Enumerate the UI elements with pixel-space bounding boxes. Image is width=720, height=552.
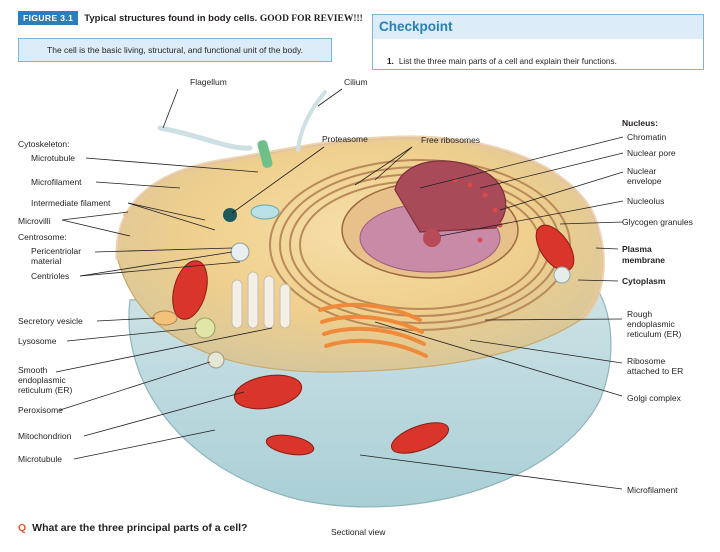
label-ribosome-er-2: attached to ER (627, 366, 684, 376)
label-microtubule-top: Microtubule (31, 153, 75, 163)
question-text: What are the three principal parts of a … (32, 522, 248, 534)
figure-title-text: Typical structures found in body cells. (84, 12, 258, 24)
basal-body (257, 140, 273, 168)
nucleolus (423, 229, 441, 247)
sectional-view-label: Sectional view (331, 527, 386, 537)
smooth-er (231, 271, 291, 329)
plasma-membrane-rim (115, 135, 605, 322)
figure-title: Typical structures found in body cells. … (84, 13, 363, 24)
label-free-ribosomes: Free ribosomes (421, 135, 481, 145)
flagellum (157, 125, 253, 151)
vesicle-right (553, 266, 571, 284)
label-nuclear-envelope-2: envelope (627, 176, 662, 186)
label-nuclear-pore: Nuclear pore (627, 148, 676, 158)
cilium (296, 90, 327, 152)
label-smooth-er-2: endoplasmic (18, 375, 66, 385)
label-glycogen-granules: Glycogen granules (622, 217, 693, 227)
figure-tag: FIGURE 3.1 (18, 11, 79, 25)
review-question: Q What are the three principal parts of a… (18, 522, 247, 534)
peroxisome (207, 351, 225, 369)
nuclear-pores (452, 177, 503, 243)
checkpoint-box: Checkpoint 1. List the three main parts o… (372, 14, 704, 70)
label-nucleus: Nucleus: (622, 118, 658, 128)
vesicle-top (250, 204, 280, 220)
proteasome (223, 208, 237, 222)
centrioles (230, 242, 250, 262)
label-plasma-membrane-2: membrane (622, 255, 665, 265)
checkpoint-question-number: 1. (387, 57, 394, 66)
label-pericentriolar-2: material (31, 256, 62, 266)
label-rough-er-3: reticulum (ER) (627, 329, 682, 339)
label-microfilament-right: Microfilament (627, 485, 678, 495)
label-nucleolus: Nucleolus (627, 196, 665, 206)
label-microfilament-left: Microfilament (31, 177, 82, 187)
label-rough-er-1: Rough (627, 309, 653, 319)
label-cytoskeleton: Cytoskeleton: (18, 139, 70, 149)
label-plasma-membrane-1: Plasma (622, 244, 652, 254)
label-peroxisome: Peroxisome (18, 405, 63, 415)
label-golgi-complex: Golgi complex (627, 393, 681, 403)
label-ribosome-er-1: Ribosome (627, 356, 666, 366)
label-microtubule-bottom: Microtubule (18, 454, 62, 464)
label-smooth-er-1: Smooth (18, 365, 48, 375)
review-note: GOOD FOR REVIEW!!! (259, 13, 363, 24)
label-pericentriolar-1: Pericentriolar (31, 246, 82, 256)
figure-header: FIGURE 3.1 Typical structures found in b… (18, 11, 363, 25)
label-intermediate-filament: Intermediate filament (31, 198, 111, 208)
question-marker: Q (18, 522, 27, 534)
label-proteasome: Proteasome (322, 134, 368, 144)
label-flagellum: Flagellum (190, 77, 227, 87)
label-smooth-er-3: reticulum (ER) (18, 385, 73, 395)
checkpoint-question-text: List the three main parts of a cell and … (398, 57, 617, 66)
label-nuclear-envelope-1: Nuclear (627, 166, 657, 176)
label-lysosome: Lysosome (18, 336, 57, 346)
label-rough-er-2: endoplasmic (627, 319, 675, 329)
label-centrosome: Centrosome: (18, 232, 67, 242)
label-secretory-vesicle: Secretory vesicle (18, 316, 83, 326)
checkpoint-heading: Checkpoint (373, 15, 703, 39)
lysosome (194, 317, 216, 339)
secretory-vesicle (152, 310, 178, 326)
label-chromatin: Chromatin (627, 132, 667, 142)
label-mitochondrion: Mitochondrion (18, 431, 72, 441)
label-centrioles: Centrioles (31, 271, 70, 281)
figure-caption: The cell is the basic living, structural… (18, 38, 332, 62)
leader-lines (55, 88, 624, 490)
golgi-complex (318, 302, 428, 358)
label-cilium: Cilium (344, 77, 368, 87)
label-microvilli: Microvilli (18, 216, 51, 226)
mitochondria (172, 224, 575, 456)
nucleus-dome (394, 160, 507, 233)
label-cytoplasm: Cytoplasm (622, 276, 666, 286)
checkpoint-question: 1. List the three main parts of a cell an… (387, 57, 617, 66)
